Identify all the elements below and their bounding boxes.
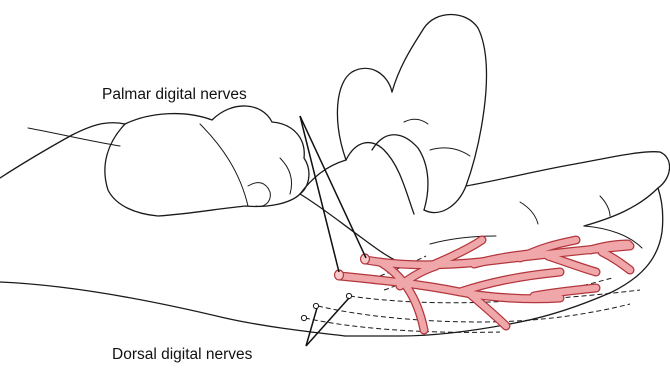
palmar-leader-lines [300, 116, 366, 272]
dorsal-leader-lines [306, 298, 349, 346]
dorsal-digital-nerves-label: Dorsal digital nerves [112, 346, 252, 364]
palmar-digital-nerves [335, 240, 631, 330]
palmar-digital-nerves-label: Palmar digital nerves [102, 86, 247, 104]
